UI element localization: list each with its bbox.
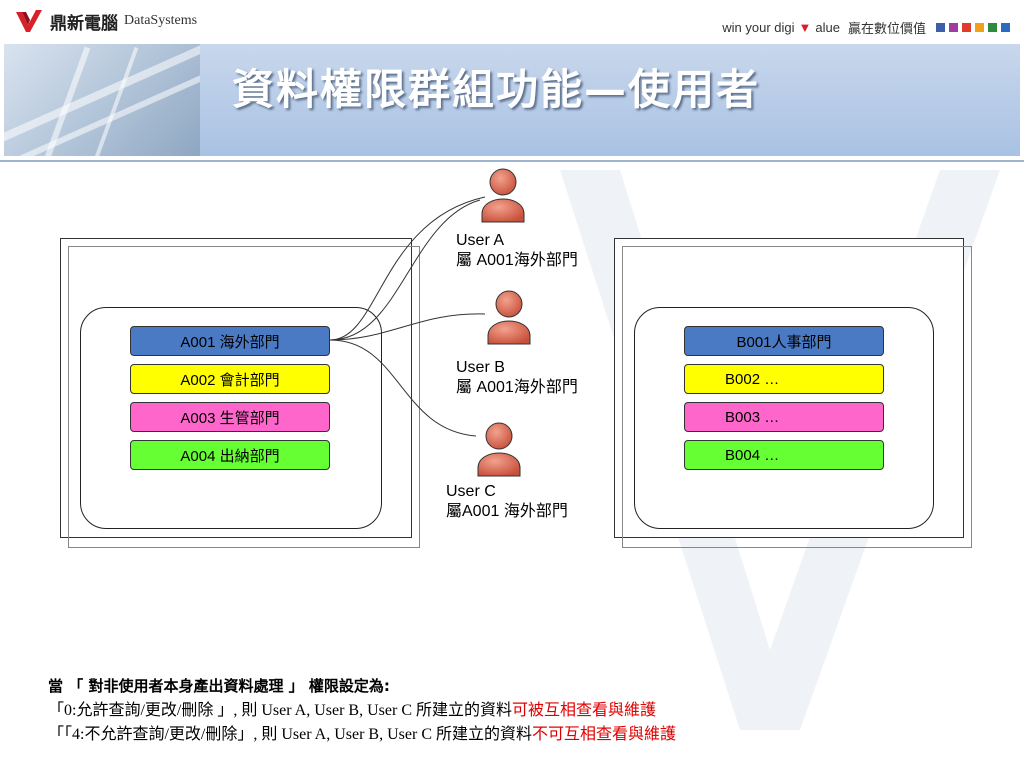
footer-line-1-text: 當 「 對非使用者本身產出資料處理 」 權限設定為: (48, 677, 390, 695)
company-name-cn: 鼎新電腦 (50, 13, 118, 34)
user-icon[interactable] (477, 422, 521, 477)
connector-user-c (329, 339, 477, 437)
user-b-dept: 屬 A001海外部門 (456, 379, 578, 396)
color-square-icon (962, 23, 971, 32)
user-icon[interactable] (481, 168, 525, 223)
page-title: 資料權限群組功能—使用者 (232, 65, 761, 114)
slogan-cn: 贏在數位價值 (847, 21, 926, 36)
user-a-label: User A 屬 A001海外部門 (456, 231, 578, 271)
user-c-name: User C (446, 483, 496, 500)
dept-b002[interactable]: B002 … (684, 364, 884, 394)
connector-user-a-2 (329, 199, 481, 341)
dept-b003[interactable]: B003 … (684, 402, 884, 432)
connector-user-b (329, 313, 486, 341)
dept-b004[interactable]: B004 … (684, 440, 884, 470)
dept-a001[interactable]: A001 海外部門 (130, 326, 330, 356)
slogan-en-part1: win your digi (722, 20, 795, 35)
slogan: win your digi▼alue 贏在數位價值 (722, 18, 1010, 37)
footer-notes: 當 「 對非使用者本身產出資料處理 」 權限設定為: 「0:允許查詢/更改/刪除… (48, 674, 676, 747)
footer-line-2: 「0:允許查詢/更改/刪除 」, 則 User A, User B, User … (48, 699, 676, 723)
footer-line-3: 「「4:不允許查詢/更改/刪除」, 則 User A, User B, User… (48, 723, 676, 747)
header-divider (0, 160, 1024, 162)
right-group-frame-shadow (622, 246, 972, 548)
dept-a003[interactable]: A003 生管部門 (130, 402, 330, 432)
dept-a002[interactable]: A002 會計部門 (130, 364, 330, 394)
user-a-name: User A (456, 232, 505, 249)
slogan-v-icon: ▼ (798, 20, 812, 35)
footer-line-3-highlight: 不可互相查看與維護 (532, 726, 677, 743)
footer-line-2-highlight: 可被互相查看與維護 (512, 702, 657, 719)
user-c-dept: 屬A001 海外部門 (446, 503, 568, 520)
slogan-en-part2: alue (815, 20, 840, 35)
color-square-icon (949, 23, 958, 32)
footer-line-1: 當 「 對非使用者本身產出資料處理 」 權限設定為: (48, 674, 676, 699)
user-b-label: User B 屬 A001海外部門 (456, 358, 578, 398)
user-a-dept: 屬 A001海外部門 (456, 252, 578, 269)
color-square-icon (988, 23, 997, 32)
user-c-label: User C 屬A001 海外部門 (446, 482, 568, 522)
user-icon[interactable] (487, 290, 531, 345)
footer-line-3-text: 「「4:不允許查詢/更改/刪除」, 則 User A, User B, User… (48, 726, 532, 743)
company-name-en: DataSystems (124, 13, 198, 28)
footer-line-2-text: 「0:允許查詢/更改/刪除 」, 則 User A, User B, User … (48, 702, 512, 719)
dept-b001[interactable]: B001人事部門 (684, 326, 884, 356)
color-square-icon (936, 23, 945, 32)
left-group-frame-shadow (68, 246, 420, 548)
background-watermark (560, 170, 1000, 730)
color-square-icon (1001, 23, 1010, 32)
color-square-icon (975, 23, 984, 32)
logo-v-icon (16, 10, 42, 32)
user-b-name: User B (456, 359, 505, 376)
dept-a004[interactable]: A004 出納部門 (130, 440, 330, 470)
connector-user-a (329, 196, 486, 341)
company-logo: 鼎新電腦 DataSystems (14, 8, 197, 34)
header-photo (4, 44, 200, 156)
header: 鼎新電腦 DataSystems win your digi▼alue 贏在數位… (0, 0, 1024, 162)
